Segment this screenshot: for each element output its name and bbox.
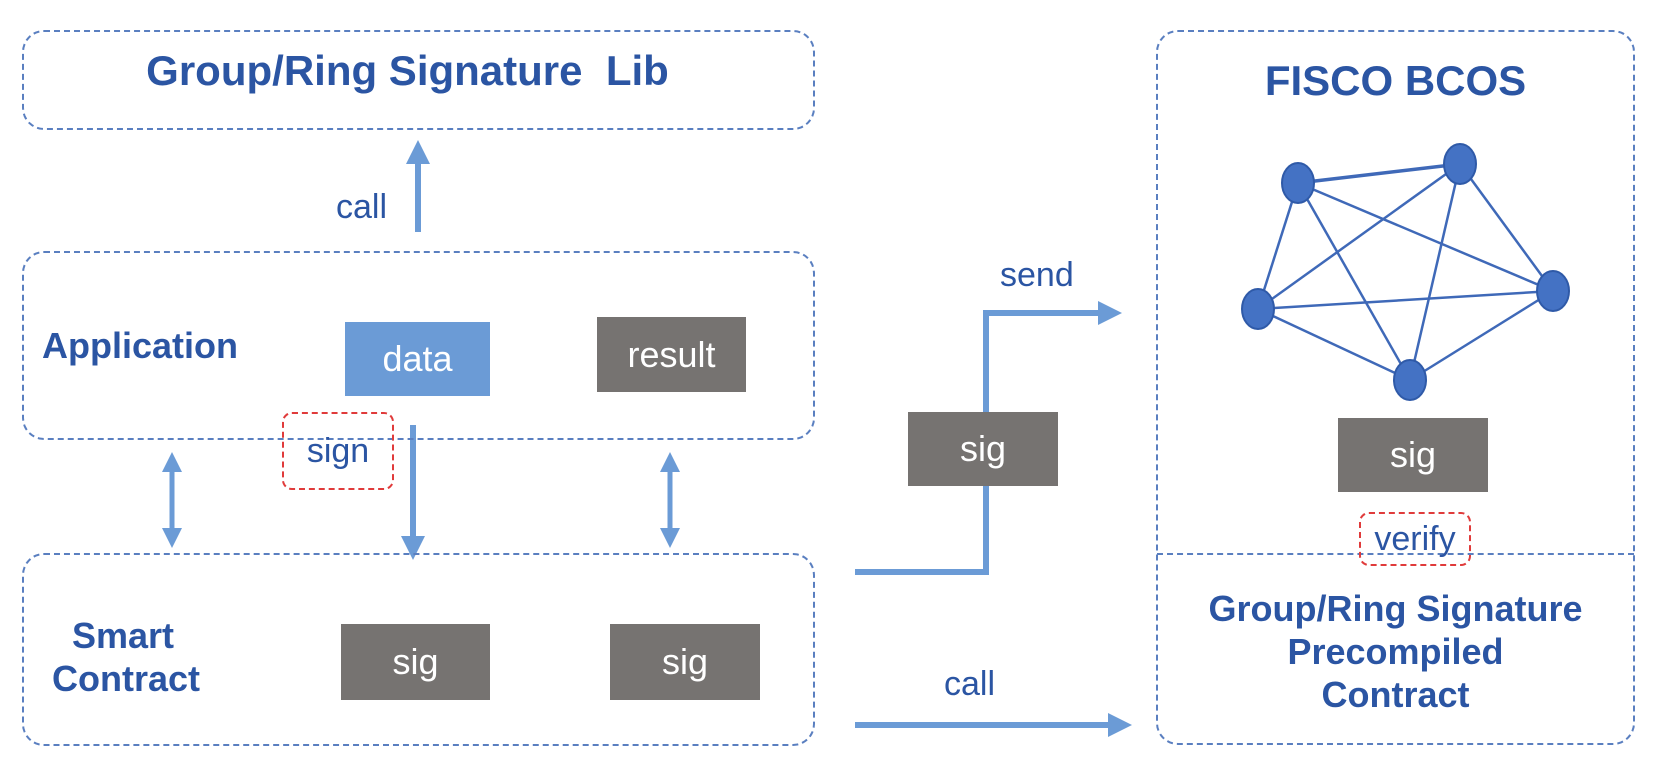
call-bottom-label: call xyxy=(944,665,996,703)
application-box xyxy=(22,251,815,440)
lib-box xyxy=(22,30,815,130)
call-top-label: call xyxy=(336,188,388,226)
node-network xyxy=(1256,162,1555,382)
precompiled-line2: Precompiled xyxy=(1287,631,1504,672)
precompiled-line1: Group/Ring Signature xyxy=(1208,588,1583,629)
verify-box: verify xyxy=(1359,512,1471,566)
sig-block-left: sig xyxy=(341,624,490,700)
node-4 xyxy=(1536,270,1570,312)
data-block: data xyxy=(345,322,490,396)
send-label: send xyxy=(1000,256,1074,294)
sign-box: sign xyxy=(282,412,394,490)
fisco-sig-block: sig xyxy=(1338,418,1488,492)
node-5 xyxy=(1393,359,1427,401)
smart-contract-box xyxy=(22,553,815,746)
sig-block-right: sig xyxy=(610,624,760,700)
network-nodes xyxy=(1241,143,1570,401)
node-3 xyxy=(1241,288,1275,330)
precompiled-line3: Contract xyxy=(1321,674,1470,715)
node-2 xyxy=(1443,143,1477,185)
lib-title: Group/Ring Signature Lib xyxy=(146,47,669,94)
sig-transit-block: sig xyxy=(908,412,1058,486)
fisco-box xyxy=(1156,30,1635,745)
result-block: result xyxy=(597,317,746,392)
fisco-divider xyxy=(1157,553,1634,555)
fisco-title: FISCO BCOS xyxy=(1264,57,1527,104)
node-1 xyxy=(1281,162,1315,204)
application-title: Application xyxy=(42,325,238,366)
smart-contract-title-line1: Smart xyxy=(72,615,175,656)
smart-contract-title-line2: Contract xyxy=(52,658,201,699)
